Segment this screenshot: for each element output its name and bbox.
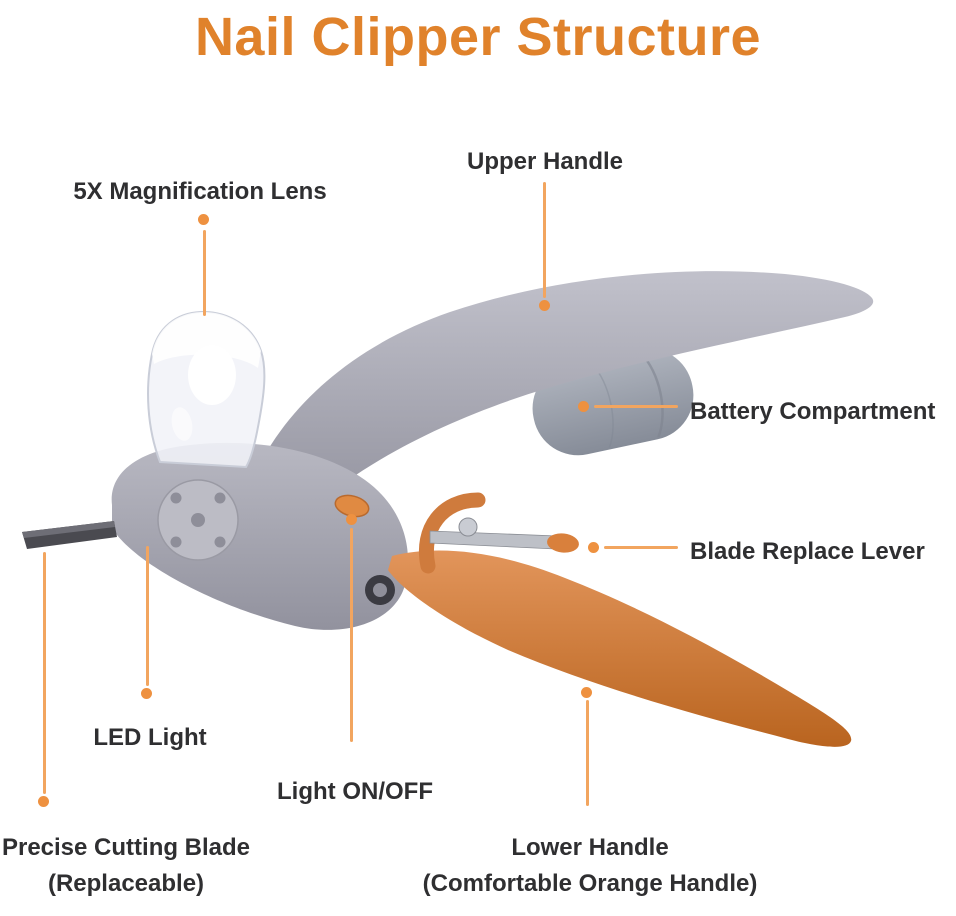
label-battery-compartment: Battery Compartment — [690, 398, 936, 425]
leader-line-cutting-blade — [43, 552, 46, 794]
label-cutting-blade-line1: Precise Cutting Blade — [1, 834, 251, 861]
label-led-light: LED Light — [93, 724, 207, 751]
leader-dot-magnification-lens — [198, 214, 209, 225]
label-cutting-blade: Precise Cutting Blade (Replaceable) — [0, 830, 252, 902]
leader-line-battery-compartment — [594, 405, 678, 408]
leader-line-blade-replace-lever — [604, 546, 678, 549]
hinge-plate-part — [157, 479, 239, 561]
cutting-blade-part — [22, 521, 117, 549]
leader-dot-lower-handle — [581, 687, 592, 698]
leader-line-upper-handle — [543, 182, 546, 298]
clipper-head-part — [111, 442, 409, 630]
label-lower-handle: Lower Handle (Comfortable Orange Handle) — [395, 830, 785, 902]
leader-dot-blade-replace-lever — [588, 542, 599, 553]
upper-handle-part — [242, 271, 874, 536]
label-light-on-off: Light ON/OFF — [277, 778, 433, 805]
label-lower-handle-line1: Lower Handle — [511, 834, 669, 861]
leader-dot-cutting-blade — [38, 796, 49, 807]
magnification-lens-part — [147, 310, 266, 469]
pivot-screw-part — [365, 575, 395, 605]
lower-handle-part — [388, 550, 852, 747]
page-title: Nail Clipper Structure — [194, 7, 762, 67]
label-lower-handle-line2: (Comfortable Orange Handle) — [422, 870, 758, 897]
leader-line-magnification-lens — [203, 230, 206, 316]
label-magnification-lens: 5X Magnification Lens — [73, 178, 327, 205]
label-cutting-blade-line2: (Replaceable) — [47, 870, 205, 897]
leader-dot-led-light — [141, 688, 152, 699]
leader-line-light-on-off — [350, 528, 353, 742]
label-upper-handle: Upper Handle — [466, 148, 624, 175]
leader-dot-battery-compartment — [578, 401, 589, 412]
label-blade-replace-lever: Blade Replace Lever — [690, 538, 925, 565]
blade-replace-lever-part — [419, 492, 579, 574]
leader-line-led-light — [146, 546, 149, 686]
leader-line-lower-handle — [586, 700, 589, 806]
leader-dot-light-on-off — [346, 514, 357, 525]
leader-dot-upper-handle — [539, 300, 550, 311]
